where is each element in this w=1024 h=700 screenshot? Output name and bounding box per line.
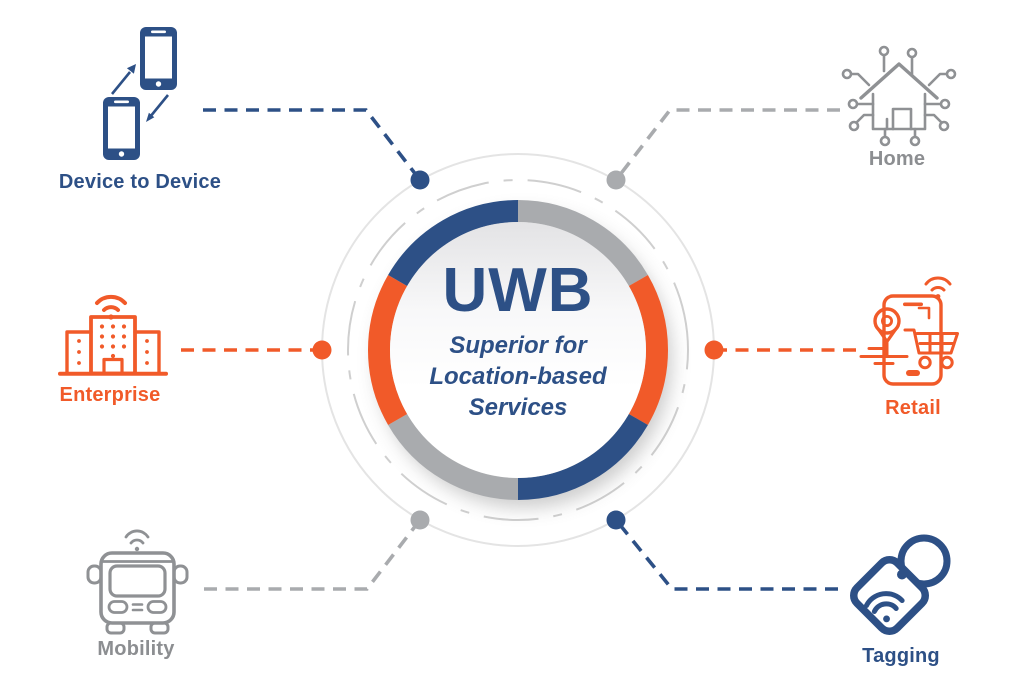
device-to-device-icon xyxy=(103,27,177,160)
subtitle-line-3: Services xyxy=(468,393,568,421)
wifi-icon xyxy=(863,591,905,623)
dot-retail xyxy=(704,340,724,360)
center-title: UWB xyxy=(442,256,594,325)
ring-segment-left xyxy=(368,275,408,425)
center-disc xyxy=(390,222,646,478)
building-right-wing xyxy=(133,330,161,375)
phone-home-button xyxy=(906,370,920,376)
phone-top xyxy=(140,27,177,90)
dot-device-to-device xyxy=(410,170,430,190)
connectors xyxy=(181,108,856,591)
building-left-wing xyxy=(65,330,93,375)
subtitle-line-1: Superior for xyxy=(449,332,587,360)
wifi-icon xyxy=(924,276,952,299)
bus-windshield xyxy=(108,564,167,598)
subtitle-line-2: Location-based xyxy=(429,362,607,390)
label-enterprise: Enterprise xyxy=(59,384,161,406)
enterprise-building-icon xyxy=(58,294,168,376)
center-ring xyxy=(368,200,672,508)
retail-shopping-icon xyxy=(859,276,959,386)
tag-hole xyxy=(897,569,907,580)
dot-tagging xyxy=(606,510,626,530)
dot-mobility xyxy=(410,510,430,530)
bus-mirror-left xyxy=(86,564,103,585)
location-pin-icon xyxy=(873,307,901,358)
bus-bumper-right xyxy=(149,621,170,635)
connector-tagging xyxy=(614,518,838,591)
connector-mobility xyxy=(204,518,422,591)
outer-dashed-circle xyxy=(347,179,689,521)
label-retail: Retail xyxy=(885,397,941,419)
house-body xyxy=(871,92,927,131)
dot-home xyxy=(606,170,626,190)
bus-body xyxy=(99,551,176,625)
center-text-block: UWB Superior for Location-based Services xyxy=(358,258,678,423)
label-device-to-device: Device to Device xyxy=(58,171,222,193)
phone-bottom xyxy=(103,97,140,160)
smart-home-icon xyxy=(841,45,957,147)
label-tagging: Tagging xyxy=(862,645,940,667)
ring-segment-top-left xyxy=(388,200,519,287)
label-home: Home xyxy=(868,148,926,170)
exchange-arrows xyxy=(110,64,170,122)
bus-headlight-right xyxy=(146,600,168,614)
tag-ring xyxy=(897,534,951,588)
shopping-cart-icon xyxy=(903,328,959,370)
label-mobility: Mobility xyxy=(97,638,175,660)
phone-speaker xyxy=(903,302,923,307)
ring-segment-right xyxy=(628,275,668,425)
connector-device-to-device xyxy=(203,108,422,182)
wifi-icon xyxy=(124,529,150,552)
bus-mirror-right xyxy=(172,564,189,585)
bus-grille xyxy=(131,603,144,612)
house-door xyxy=(891,107,913,131)
house-roof xyxy=(859,62,939,100)
ring-segment-top-right xyxy=(517,200,648,287)
building-windows xyxy=(77,324,149,365)
screen-corner-mark xyxy=(917,306,931,320)
center-subtitle: Superior for Location-based Services xyxy=(358,331,678,423)
connector-dots xyxy=(312,170,724,530)
ring-segment-bottom-left xyxy=(388,413,519,500)
ring-segment-bottom-right xyxy=(517,413,648,500)
connector-home xyxy=(614,108,840,182)
bus-headlight-left xyxy=(107,600,129,614)
dot-enterprise xyxy=(312,340,332,360)
speed-lines xyxy=(859,347,909,365)
bus-bumper-left xyxy=(105,621,126,635)
tagging-tag-icon xyxy=(850,534,951,635)
circuit-traces xyxy=(841,45,957,147)
building-door xyxy=(102,357,124,375)
mobility-bus-icon xyxy=(86,529,189,635)
